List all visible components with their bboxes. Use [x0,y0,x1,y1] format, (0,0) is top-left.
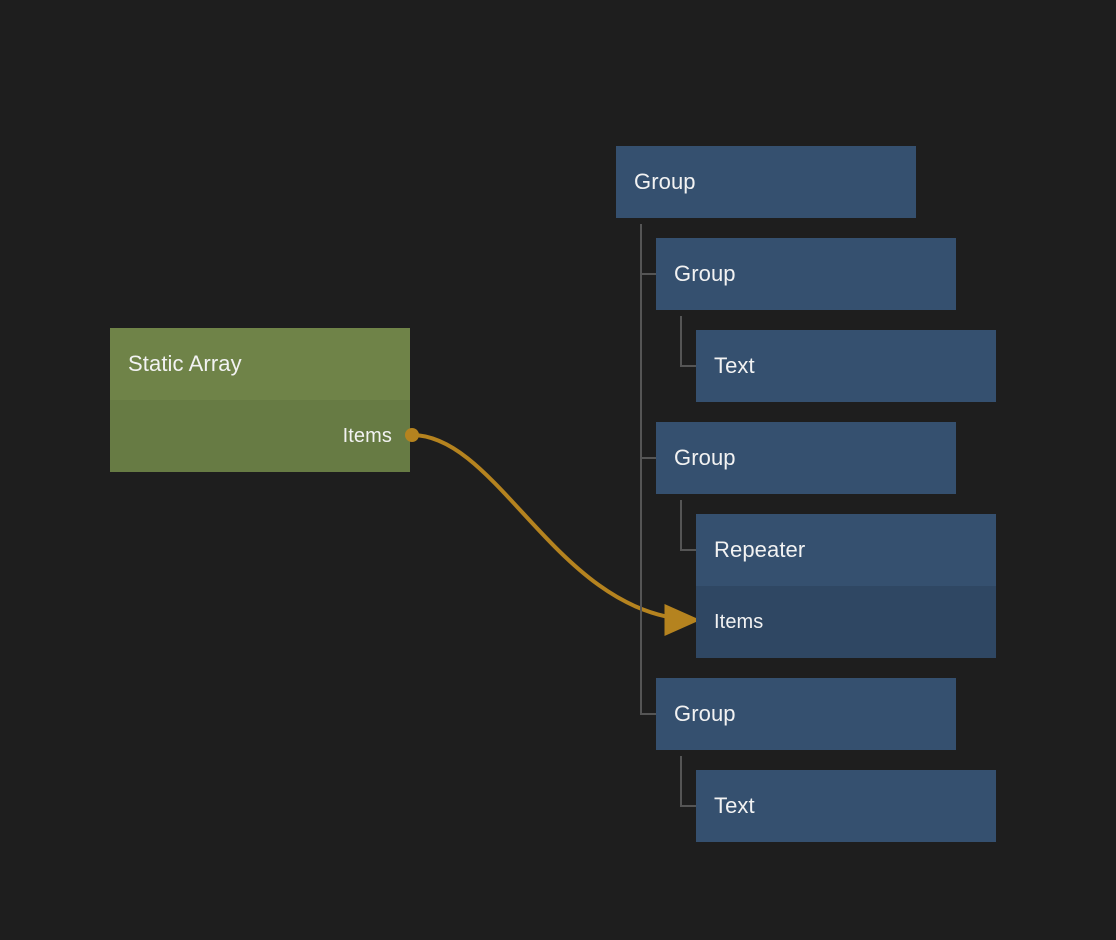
node-group-2[interactable]: Group [656,422,956,494]
node-repeater[interactable]: Repeater Items [696,514,996,658]
output-port-dot-items[interactable] [405,428,419,442]
node-group-3[interactable]: Group [656,678,956,750]
tree-trunk-group-3 [680,756,682,806]
node-text-2[interactable]: Text [696,770,996,842]
tree-stub-group-2 [640,457,656,459]
node-group-3-title: Group [656,678,956,750]
node-group-1-title: Group [656,238,956,310]
node-repeater-title: Repeater [696,514,996,586]
tree-trunk-root [640,224,642,715]
tree-stub-repeater [680,549,696,551]
node-text-1[interactable]: Text [696,330,996,402]
node-group-2-title: Group [656,422,956,494]
node-root-group-title: Group [616,146,916,218]
node-static-array[interactable]: Static Array Items [110,328,410,472]
tree-stub-text-1 [680,365,696,367]
tree-trunk-group-1 [680,316,682,366]
node-static-array-title: Static Array [110,328,410,400]
tree-stub-group-3 [640,713,656,715]
node-text-2-title: Text [696,770,996,842]
tree-stub-group-1 [640,273,656,275]
tree-trunk-group-2 [680,500,682,550]
node-repeater-port-items[interactable]: Items [696,586,996,658]
node-root-group[interactable]: Group [616,146,916,218]
node-group-1[interactable]: Group [656,238,956,310]
node-text-1-title: Text [696,330,996,402]
node-static-array-port-items[interactable]: Items [110,400,410,472]
tree-stub-text-2 [680,805,696,807]
